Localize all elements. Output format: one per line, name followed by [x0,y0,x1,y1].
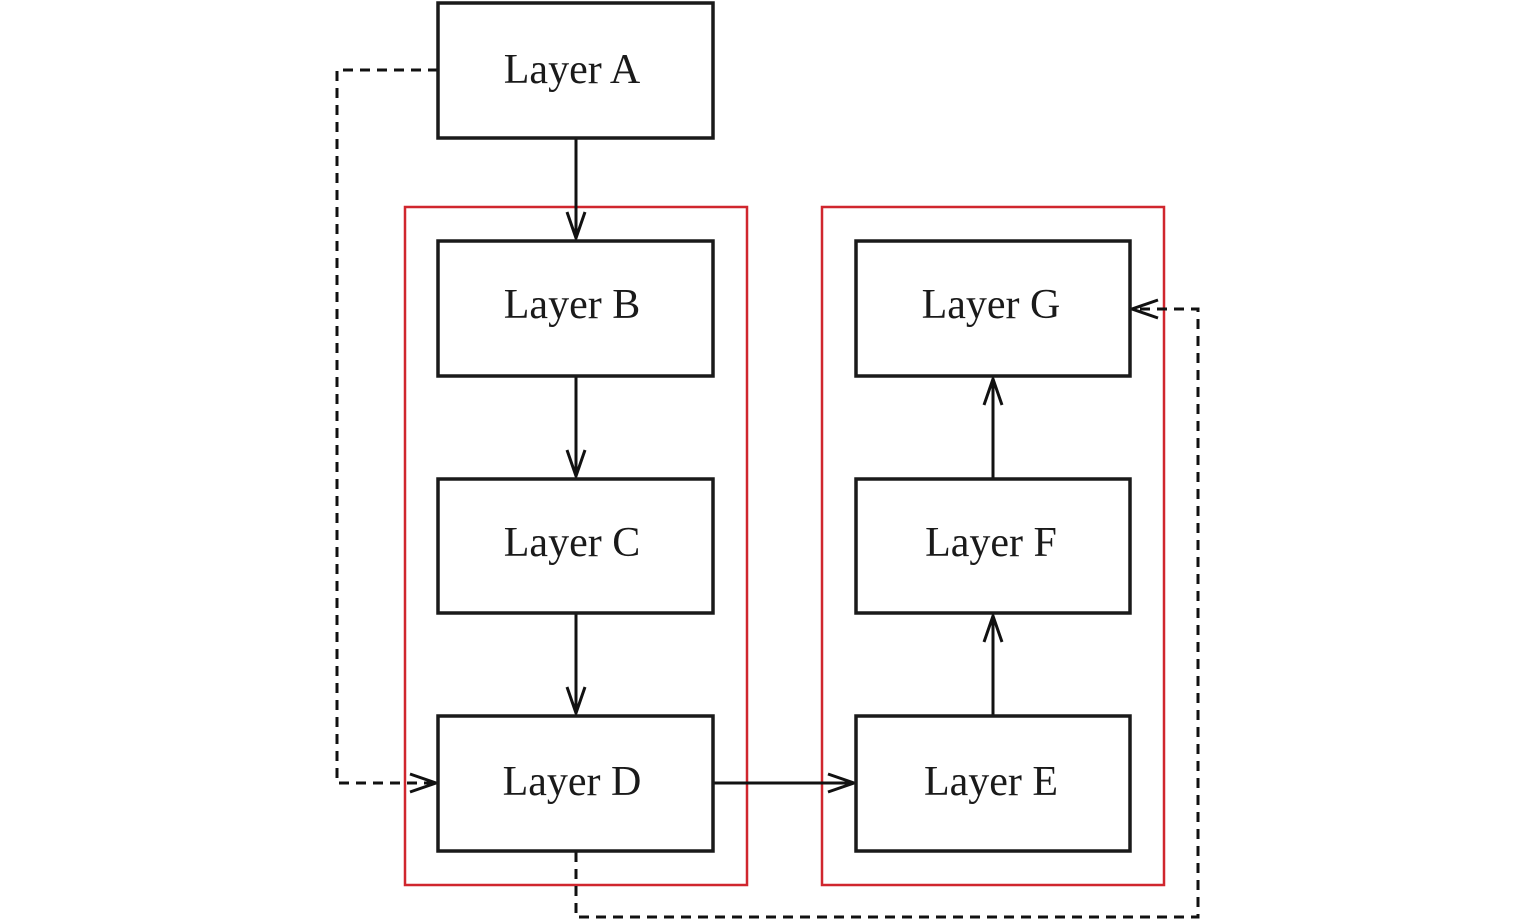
node-layer-c: Layer C [436,477,715,615]
edge-b-to-c [565,376,587,481]
node-layer-d: Layer D [436,714,715,853]
edge-f-to-g [982,374,1004,479]
edge-e-to-f [982,611,1004,716]
edge-a-to-b [565,138,587,243]
right-group-frame [820,205,1166,887]
node-label: Layer G [922,282,1061,328]
node-layer-e: Layer E [854,714,1132,853]
node-label: Layer C [504,520,640,566]
edge-c-to-d [565,613,587,718]
node-layer-b: Layer B [436,239,715,378]
node-label: Layer E [924,759,1058,805]
node-label: Layer A [504,47,641,93]
node-label: Layer B [504,282,640,328]
edge-a-to-d-dashed [335,68,441,794]
edge-d-to-e [713,772,859,794]
node-label: Layer D [503,759,642,805]
node-layer-a: Layer A [436,1,715,140]
node-layer-g: Layer G [854,239,1132,378]
node-layer-f: Layer F [854,477,1132,615]
node-label: Layer F [925,520,1057,566]
edge-d-to-g-dashed [574,298,1200,919]
